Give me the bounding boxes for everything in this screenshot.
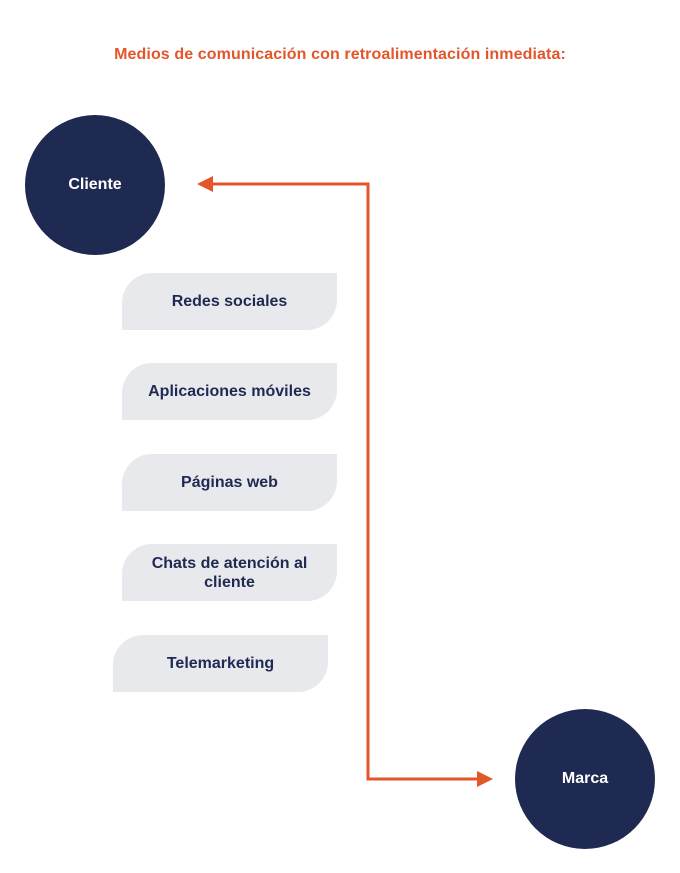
arrowhead-right-icon bbox=[477, 771, 493, 787]
arrowhead-left-icon bbox=[197, 176, 213, 192]
channel-item: Telemarketing bbox=[113, 635, 328, 692]
marca-node: Marca bbox=[515, 709, 655, 849]
cliente-node: Cliente bbox=[25, 115, 165, 255]
channel-item: Aplicaciones móviles bbox=[122, 363, 337, 420]
connector-line bbox=[212, 182, 478, 781]
channel-item: Chats de atención al cliente bbox=[122, 544, 337, 601]
channel-item: Redes sociales bbox=[122, 273, 337, 330]
diagram-title: Medios de comunicación con retroalimenta… bbox=[114, 46, 566, 63]
channel-item: Páginas web bbox=[122, 454, 337, 511]
